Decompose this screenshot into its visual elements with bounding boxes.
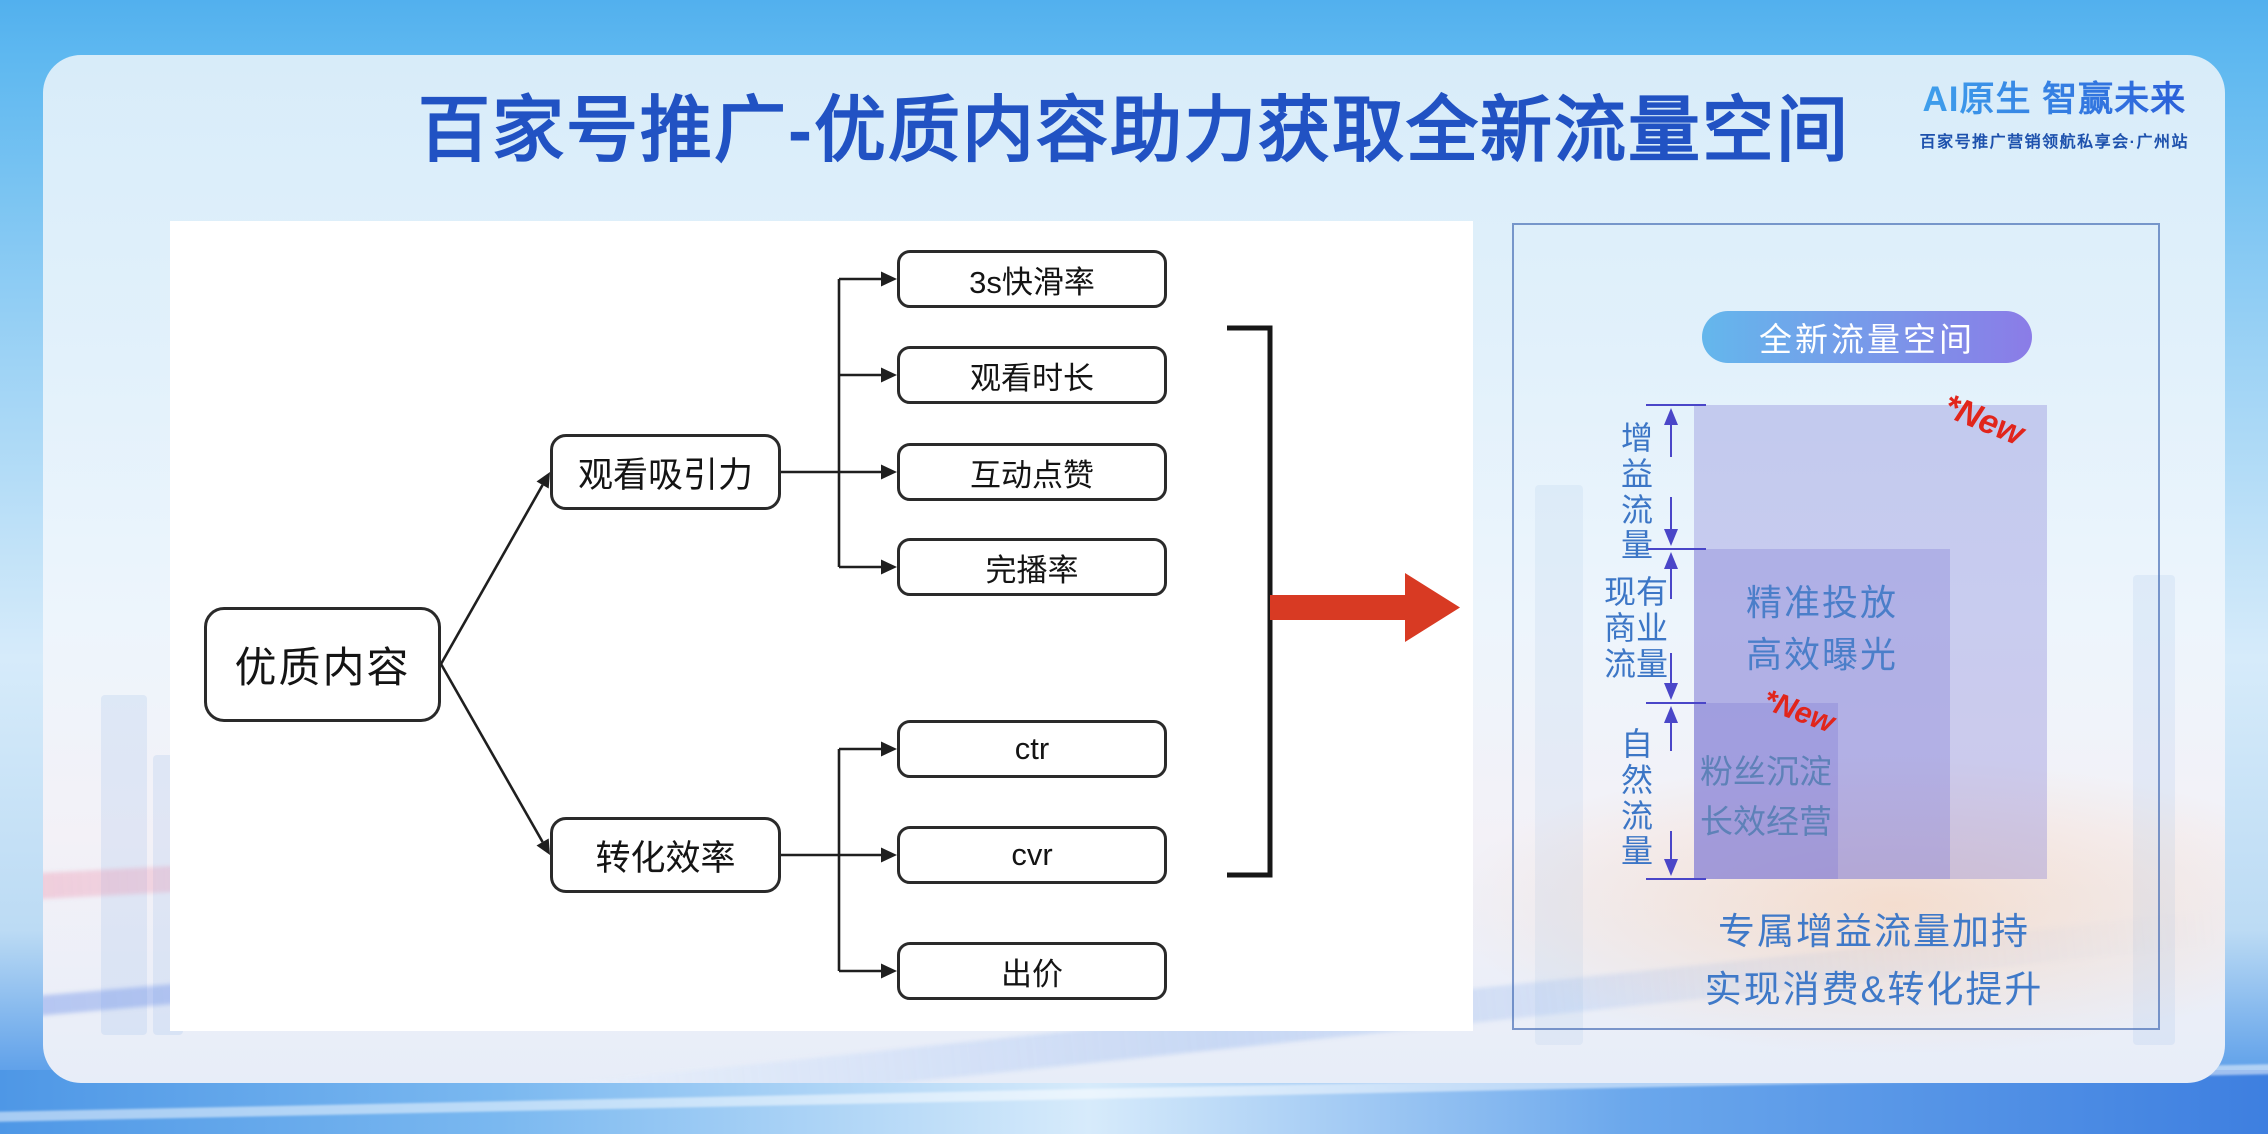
- text-precise-targeting: 精准投放: [1745, 582, 1898, 623]
- city-silhouette: [1535, 485, 1583, 1045]
- connector-arrowheads: [536, 271, 897, 979]
- traffic-badge: 全新流量空间: [1702, 311, 2032, 363]
- panel-caption: 专属增益流量加持 实现消费&转化提升: [1694, 907, 2054, 1015]
- flowchart-connectors: [439, 271, 1460, 979]
- page-title: 百家号推广-优质内容助力获取全新流量空间: [418, 91, 1850, 171]
- dimension-arrows: [1646, 404, 1706, 880]
- caption-line-2: 实现消费&转化提升: [1704, 969, 2044, 1010]
- label-commercial-traffic: 现有商业流量: [1603, 574, 1668, 682]
- caption-line-1: 专属增益流量加持: [1718, 911, 2030, 952]
- node-watch-appeal: 观看吸引力: [550, 434, 781, 510]
- block-commercial-traffic: [1694, 549, 1950, 879]
- node-conversion-efficiency: 转化效率: [550, 817, 781, 893]
- node-ctr: ctr: [897, 720, 1167, 778]
- block-organic-traffic: [1694, 703, 1838, 879]
- warm-glow: [1445, 755, 2225, 1055]
- node-completion-rate: 完播率: [897, 538, 1167, 596]
- organic-block-text: 粉丝沉淀 长效经营: [1680, 747, 1852, 847]
- label-organic-traffic: 自然流量: [1620, 726, 1653, 870]
- city-silhouette: [2133, 575, 2175, 1045]
- traffic-space-panel: 全新流量空间: [1512, 223, 2160, 1030]
- slide-inner-panel: 百家号推广-优质内容助力获取全新流量空间 AI原生 智赢未来 百家号推广营销领航…: [43, 55, 2225, 1083]
- node-watch-duration: 观看时长: [897, 346, 1167, 404]
- group-bracket: [1227, 325, 1273, 878]
- connector-lines: [439, 277, 884, 973]
- node-quality-content: 优质内容: [204, 607, 441, 722]
- node-likes: 互动点赞: [897, 443, 1167, 501]
- block-incremental-traffic: [1694, 405, 2047, 879]
- text-fan-accumulation: 粉丝沉淀: [1700, 753, 1832, 790]
- logo-subtitle: 百家号推广营销领航私享会·广州站: [1919, 134, 2189, 151]
- node-cvr: cvr: [897, 826, 1167, 884]
- logo-brand-text: AI原生 智赢未来: [1920, 71, 2189, 122]
- red-arrow: [1270, 573, 1460, 642]
- node-3s-swipe-rate: 3s快滑率: [897, 250, 1167, 308]
- label-incremental-traffic: 增益流量: [1620, 420, 1653, 564]
- flowchart-panel: 优质内容 观看吸引力 转化效率 3s快滑率 观看时长 互动点赞 完播率 ctr …: [170, 221, 1473, 1031]
- text-longterm-operation: 长效经营: [1700, 803, 1832, 840]
- text-efficient-exposure: 高效曝光: [1745, 634, 1898, 675]
- city-silhouette: [101, 695, 147, 1035]
- event-logo: AI原生 智赢未来 百家号推广营销领航私享会·广州站: [1920, 71, 2189, 152]
- node-bid: 出价: [897, 942, 1167, 1000]
- commercial-block-text: 精准投放 高效曝光: [1694, 577, 1950, 681]
